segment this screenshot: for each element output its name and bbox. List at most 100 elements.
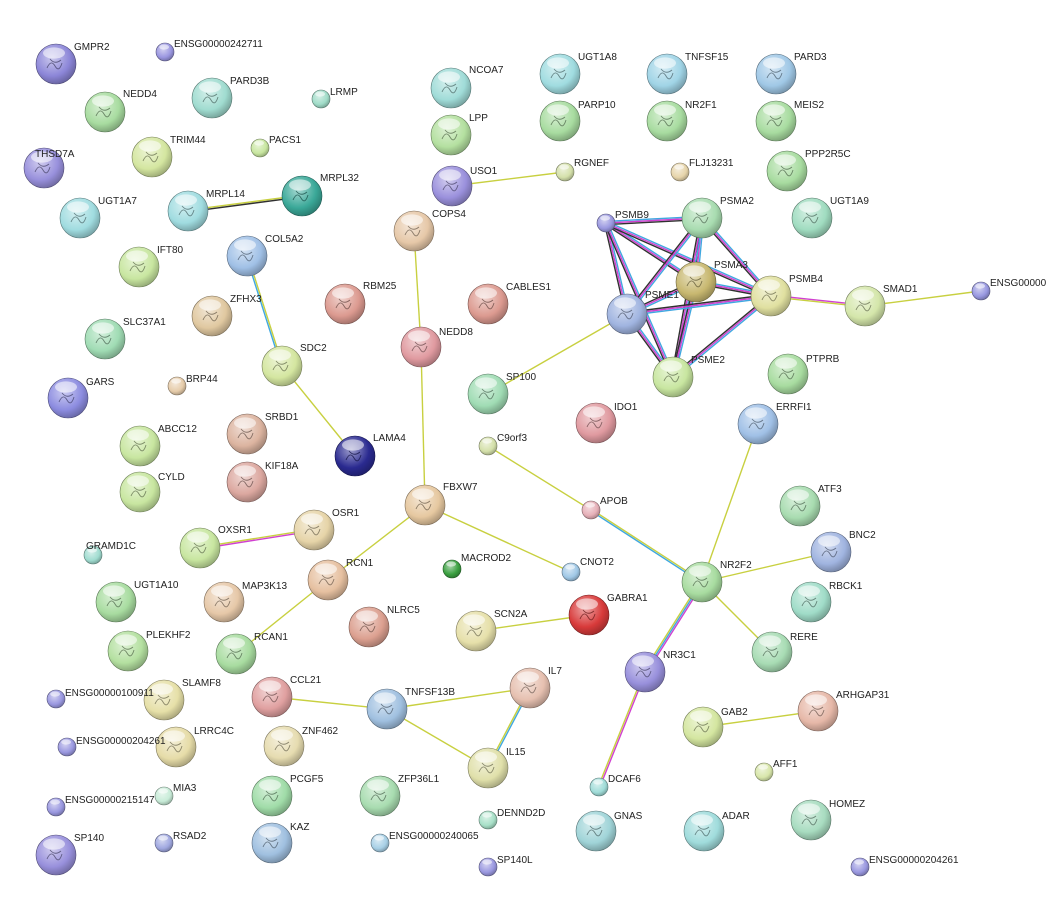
node-ncoa7[interactable] [430, 67, 472, 109]
node-mia3[interactable] [154, 786, 174, 806]
node-il15[interactable] [467, 747, 509, 789]
node-slamf8[interactable] [143, 679, 185, 721]
node-rbck1[interactable] [790, 581, 832, 623]
node-zfp36l1[interactable] [359, 775, 401, 817]
node-lama4[interactable] [334, 435, 376, 477]
node-ift80[interactable] [118, 246, 160, 288]
node-sp140l[interactable] [478, 857, 498, 877]
node-homez[interactable] [790, 799, 832, 841]
node-abcc12[interactable] [119, 425, 161, 467]
node-psmb4[interactable] [750, 275, 792, 317]
node-sp100[interactable] [467, 373, 509, 415]
node-nedd4[interactable] [84, 91, 126, 133]
node-ugt1a7[interactable] [59, 197, 101, 239]
node-thsd7a[interactable] [23, 147, 65, 189]
node-kif18a[interactable] [226, 461, 268, 503]
node-cyld[interactable] [119, 471, 161, 513]
node-dennd2d[interactable] [478, 810, 498, 830]
node-arhgap31[interactable] [797, 690, 839, 732]
node-znf462[interactable] [263, 725, 305, 767]
node-ppp2r5c[interactable] [766, 150, 808, 192]
node-ensg00000100911[interactable] [46, 689, 66, 709]
node-ugt1a8[interactable] [539, 53, 581, 95]
node-psma2[interactable] [681, 197, 723, 239]
node-ugt1a10[interactable] [95, 581, 137, 623]
node-osr1[interactable] [293, 509, 335, 551]
node-flj13231[interactable] [670, 162, 690, 182]
node-mrpl32[interactable] [281, 175, 323, 217]
node-uso1[interactable] [431, 165, 473, 207]
node-macrod2[interactable] [442, 559, 462, 579]
node-errfi1[interactable] [737, 403, 779, 445]
node-gmpr2[interactable] [35, 43, 77, 85]
node-ensg00000[interactable] [971, 281, 991, 301]
node-fbxw7[interactable] [404, 484, 446, 526]
node-gabra1[interactable] [568, 594, 610, 636]
node-nr2f1[interactable] [646, 100, 688, 142]
node-pard3b[interactable] [191, 77, 233, 119]
node-rgnef[interactable] [555, 162, 575, 182]
node-ensg00000215147[interactable] [46, 797, 66, 817]
node-mrpl14[interactable] [167, 190, 209, 232]
node-ido1[interactable] [575, 402, 617, 444]
node-il7[interactable] [509, 667, 551, 709]
node-lrmp[interactable] [311, 89, 331, 109]
node-ensg00000204261b[interactable] [850, 857, 870, 877]
node-slc37a1[interactable] [84, 318, 126, 360]
node-oxsr1[interactable] [179, 527, 221, 569]
node-trim44[interactable] [131, 136, 173, 178]
node-c9orf3[interactable] [478, 436, 498, 456]
node-rcan1[interactable] [215, 633, 257, 675]
node-ensg00000242711[interactable] [155, 42, 175, 62]
node-pacs1[interactable] [250, 138, 270, 158]
node-lpp[interactable] [430, 114, 472, 156]
node-map3k13[interactable] [203, 581, 245, 623]
node-psme1[interactable] [606, 293, 648, 335]
node-tnfsf13b[interactable] [366, 688, 408, 730]
node-smad1[interactable] [844, 285, 886, 327]
node-brp44[interactable] [167, 376, 187, 396]
node-zfhx3[interactable] [191, 295, 233, 337]
node-cops4[interactable] [393, 210, 435, 252]
node-nlrc5[interactable] [348, 606, 390, 648]
node-rbm25[interactable] [324, 283, 366, 325]
node-rsad2[interactable] [154, 833, 174, 853]
node-ensg00000240065[interactable] [370, 833, 390, 853]
node-pcgf5[interactable] [251, 775, 293, 817]
node-meis2[interactable] [755, 100, 797, 142]
node-bnc2[interactable] [810, 531, 852, 573]
node-rere[interactable] [751, 631, 793, 673]
node-gramd1c[interactable] [83, 545, 103, 565]
node-atf3[interactable] [779, 485, 821, 527]
node-aff1[interactable] [754, 762, 774, 782]
node-nedd8[interactable] [400, 326, 442, 368]
node-ccl21[interactable] [251, 676, 293, 718]
node-ensg00000204261a[interactable] [57, 737, 77, 757]
node-gab2[interactable] [682, 706, 724, 748]
node-psme2[interactable] [652, 356, 694, 398]
node-parp10[interactable] [539, 100, 581, 142]
node-apob[interactable] [581, 500, 601, 520]
node-pard3[interactable] [755, 53, 797, 95]
node-psma3[interactable] [675, 261, 717, 303]
node-kaz[interactable] [251, 822, 293, 864]
node-dcaf6[interactable] [589, 777, 609, 797]
node-col5a2[interactable] [226, 235, 268, 277]
node-psmb9[interactable] [596, 213, 616, 233]
node-ugt1a9[interactable] [791, 197, 833, 239]
node-ptprb[interactable] [767, 353, 809, 395]
node-gars[interactable] [47, 377, 89, 419]
node-adar[interactable] [683, 810, 725, 852]
node-sdc2[interactable] [261, 345, 303, 387]
node-cables1[interactable] [467, 283, 509, 325]
node-plekhf2[interactable] [107, 630, 149, 672]
node-rcn1[interactable] [307, 559, 349, 601]
node-lrrc4c[interactable] [155, 726, 197, 768]
node-srbd1[interactable] [226, 413, 268, 455]
node-tnfsf15[interactable] [646, 53, 688, 95]
node-sp140[interactable] [35, 834, 77, 876]
node-scn2a[interactable] [455, 610, 497, 652]
node-cnot2[interactable] [561, 562, 581, 582]
node-gnas[interactable] [575, 810, 617, 852]
node-nr3c1[interactable] [624, 651, 666, 693]
